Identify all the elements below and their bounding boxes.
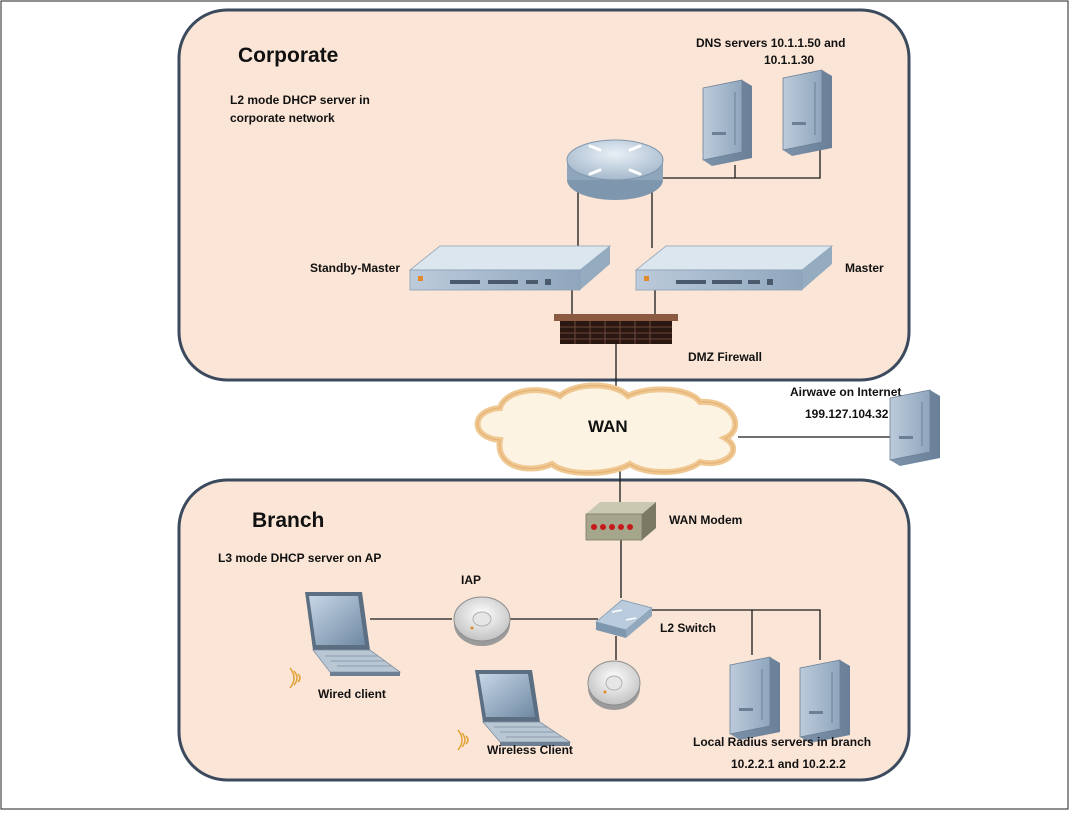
l2-switch-icon (595, 599, 653, 638)
radius-server-2-icon (799, 659, 850, 743)
connections (370, 140, 890, 660)
radius-label-line2: 10.2.2.1 and 10.2.2.2 (731, 757, 846, 771)
iap-icon (453, 596, 511, 646)
standby-master-controller-icon (408, 245, 612, 291)
dns-server-1-icon (702, 79, 752, 166)
dns-label-line1: DNS servers 10.1.1.50 and (696, 36, 845, 50)
wire-switch-radius2 (646, 609, 821, 660)
access-point-icon (587, 660, 641, 710)
branch-title: Branch (252, 509, 324, 532)
wire-router-dns2 (644, 140, 821, 179)
iap-label: IAP (461, 573, 481, 587)
radius-label-line1: Local Radius servers in branch (693, 735, 871, 749)
wan-modem-label: WAN Modem (669, 513, 742, 527)
dns-server-2-icon (782, 69, 832, 156)
dmz-firewall-label: DMZ Firewall (688, 350, 762, 364)
corporate-title: Corporate (238, 44, 338, 67)
airwave-label-line1: Airwave on Internet (790, 385, 901, 399)
master-controller-icon (634, 245, 834, 291)
wifi-signal-icon (457, 729, 469, 751)
master-label: Master (845, 261, 884, 275)
standby-master-label: Standby-Master (310, 261, 400, 275)
radius-server-1-icon (729, 656, 780, 740)
branch-zone (177, 478, 911, 782)
dns-label-line2: 10.1.1.30 (764, 53, 814, 67)
wireless-client-label: Wireless Client (487, 743, 573, 757)
wired-client-laptop-icon (305, 592, 402, 676)
firewall-icon (554, 314, 678, 344)
wan-modem-icon (585, 502, 656, 541)
wan-cloud-icon (474, 382, 739, 476)
wan-label: WAN (588, 417, 628, 436)
corporate-dhcp-note-line1: L2 mode DHCP server in (230, 93, 370, 107)
airwave-server-icon (889, 389, 940, 466)
airwave-label-line2: 199.127.104.32 (805, 407, 889, 421)
l2-switch-label: L2 Switch (660, 621, 716, 635)
wireless-client-laptop-icon (475, 670, 572, 746)
wifi-signal-icon (289, 667, 301, 689)
router-icon (566, 139, 664, 200)
branch-dhcp-note: L3 mode DHCP server on AP (218, 551, 381, 565)
wired-client-label: Wired client (318, 687, 386, 701)
corporate-dhcp-note-line2: corporate network (230, 111, 335, 125)
